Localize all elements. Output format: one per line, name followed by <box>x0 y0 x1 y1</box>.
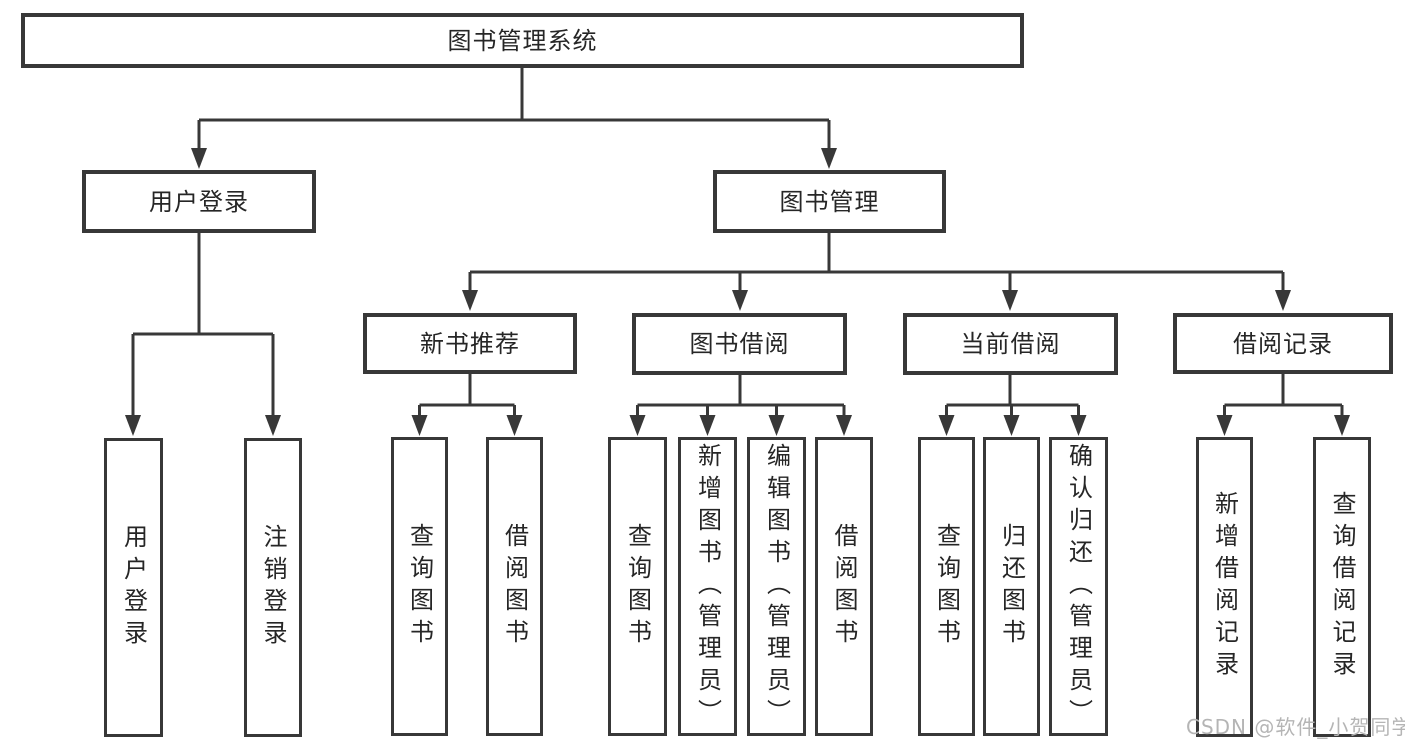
arrowhead <box>938 415 955 436</box>
node-label: 注销登录 <box>259 523 287 652</box>
node-current-borrowing: 当前借阅 <box>903 313 1118 375</box>
node-label: 当前借阅 <box>960 330 1061 358</box>
leaf-query-books: 查询图书 <box>918 437 975 736</box>
leaf-query-borrow-record: 查询借阅记录 <box>1313 437 1371 737</box>
arrowhead <box>125 415 141 436</box>
leaf-add-borrow-record: 新增借阅记录 <box>1196 437 1253 737</box>
node-new-book-recommendation: 新书推荐 <box>363 313 577 374</box>
arrowhead <box>1216 415 1233 436</box>
arrowhead <box>462 290 478 311</box>
leaf-query-books: 查询图书 <box>391 437 448 736</box>
node-label: 确认归还（管理员） <box>1064 442 1093 731</box>
node-user-login: 用户登录 <box>82 170 316 233</box>
node-borrowing-records: 借阅记录 <box>1173 313 1393 374</box>
node-label: 借阅图书 <box>830 522 858 651</box>
arrowhead <box>699 415 716 436</box>
node-label: 编辑图书（管理员） <box>762 442 791 731</box>
arrowhead <box>732 290 748 311</box>
node-label: 图书借阅 <box>689 330 790 358</box>
node-label: 新增图书（管理员） <box>693 442 722 731</box>
node-label: 借阅图书 <box>500 522 529 651</box>
arrowhead <box>411 415 428 436</box>
arrowhead <box>629 415 646 436</box>
node-label: 用户登录 <box>149 187 249 216</box>
arrowhead <box>1003 415 1020 436</box>
node-label: 查询图书 <box>932 522 961 651</box>
arrowhead <box>506 415 523 436</box>
node-label: 查询图书 <box>623 522 652 651</box>
node-label: 查询借阅记录 <box>1328 491 1356 683</box>
node-label: 查询图书 <box>405 522 434 651</box>
node-label: 借阅记录 <box>1233 329 1333 358</box>
csdn-watermark: CSDN @软件_小贺同学 <box>1186 715 1405 739</box>
node-library-management-system: 图书管理系统 <box>21 13 1024 68</box>
arrowhead <box>836 415 852 436</box>
arrowhead <box>1070 415 1087 436</box>
arrowhead <box>1275 290 1291 311</box>
leaf-user-login: 用户登录 <box>104 438 163 737</box>
leaf-edit-books-admin: 编辑图书（管理员） <box>747 437 806 736</box>
arrowhead <box>1002 290 1018 311</box>
node-book-management: 图书管理 <box>713 170 946 233</box>
node-label: 归还图书 <box>997 522 1026 651</box>
node-book-borrowing: 图书借阅 <box>632 313 847 375</box>
node-label: 新书推荐 <box>420 329 520 358</box>
leaf-confirm-return-admin: 确认归还（管理员） <box>1049 437 1108 736</box>
leaf-borrow-books: 借阅图书 <box>815 437 873 736</box>
node-label: 图书管理 <box>779 187 880 216</box>
leaf-query-books: 查询图书 <box>608 437 667 736</box>
leaf-logout: 注销登录 <box>244 438 302 737</box>
arrowhead <box>1334 415 1350 436</box>
arrowhead <box>821 148 837 169</box>
arrowhead <box>265 415 281 436</box>
arrowhead <box>191 148 207 169</box>
node-label: 图书管理系统 <box>447 26 598 55</box>
leaf-borrow-books: 借阅图书 <box>486 437 543 736</box>
leaf-return-books: 归还图书 <box>983 437 1040 736</box>
leaf-add-books-admin: 新增图书（管理员） <box>678 437 737 736</box>
node-label: 新增借阅记录 <box>1210 491 1239 683</box>
arrowhead <box>768 415 785 436</box>
node-label: 用户登录 <box>119 523 148 652</box>
